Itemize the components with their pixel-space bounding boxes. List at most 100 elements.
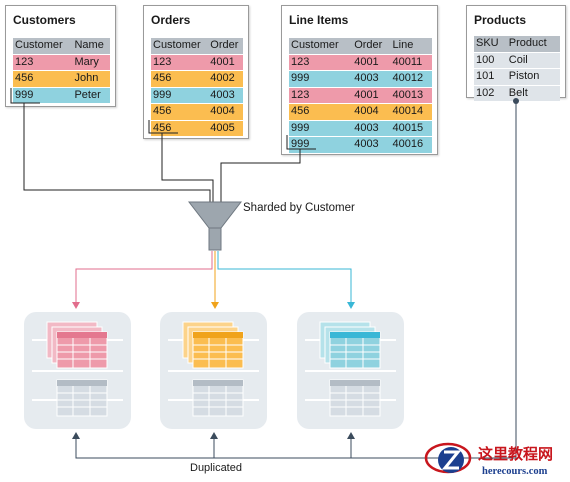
products-title: Products bbox=[474, 13, 527, 27]
orders-title: Orders bbox=[151, 13, 191, 27]
line-items-cell: 40013 bbox=[390, 87, 432, 104]
orders-cell: 4004 bbox=[208, 103, 243, 121]
duplicated-label: Duplicated bbox=[190, 462, 242, 474]
orders-header-cell: Customer bbox=[151, 38, 209, 55]
line-items-cell: 4004 bbox=[352, 103, 391, 121]
customers-header-cell: Customer bbox=[13, 38, 73, 55]
orders-cell: 4002 bbox=[208, 70, 243, 88]
line-items-title: Line Items bbox=[289, 13, 349, 27]
line-items-cell: 999 bbox=[289, 70, 353, 88]
customers-cell: Peter bbox=[72, 87, 110, 104]
products-cell: 101 bbox=[474, 68, 507, 86]
customers-header-cell: Name bbox=[72, 38, 110, 55]
shard-2-sharded-tables-icon bbox=[182, 321, 244, 369]
products-header-cell: Product bbox=[506, 36, 560, 53]
duplication-arrowheads bbox=[72, 432, 355, 439]
orders-cell: 999 bbox=[151, 87, 209, 104]
watermark-logo bbox=[424, 442, 472, 474]
shard-3-duplicated-table-icon bbox=[329, 379, 381, 417]
customers-cell: 456 bbox=[13, 70, 73, 88]
line-items-header-cell: Customer bbox=[289, 38, 353, 55]
shard-1-database bbox=[24, 312, 131, 429]
orders-cell: 4001 bbox=[208, 54, 243, 71]
line-items-header-cell: Order bbox=[352, 38, 391, 55]
line-items-cell: 4003 bbox=[352, 120, 391, 137]
line-items-cell: 4003 bbox=[352, 70, 391, 88]
products-header-cell: SKU bbox=[474, 36, 507, 53]
line-items-cell: 40014 bbox=[390, 103, 432, 121]
line-items-cell: 4001 bbox=[352, 54, 391, 71]
line-items-cell: 999 bbox=[289, 120, 353, 137]
shard-3-database bbox=[297, 312, 404, 429]
shard-2-duplicated-table-icon bbox=[192, 379, 244, 417]
customers-cell: 123 bbox=[13, 54, 73, 71]
orders-header-cell: Order bbox=[208, 38, 243, 55]
distribution-arrowheads bbox=[72, 302, 355, 309]
products-anchor-dot bbox=[513, 98, 519, 104]
customers-cell: John bbox=[72, 70, 110, 88]
products-cell: 100 bbox=[474, 52, 507, 69]
duplication-lines bbox=[75, 101, 517, 459]
orders-cell: 4005 bbox=[208, 120, 243, 137]
shard-3-sharded-tables-icon bbox=[319, 321, 381, 369]
line-items-cell: 4003 bbox=[352, 136, 391, 154]
line-items-cell: 40011 bbox=[390, 54, 432, 71]
line-items-cell: 40015 bbox=[390, 120, 432, 137]
line-items-header-cell: Line bbox=[390, 38, 432, 55]
orders-cell: 123 bbox=[151, 54, 209, 71]
products-cell: Belt bbox=[506, 85, 560, 102]
key-brackets bbox=[10, 88, 316, 150]
shard-distribution-lines bbox=[75, 251, 352, 303]
orders-cell: 456 bbox=[151, 120, 209, 137]
customers-title: Customers bbox=[13, 13, 76, 27]
products-cell: 102 bbox=[474, 85, 507, 102]
orders-cell: 4003 bbox=[208, 87, 243, 104]
line-items-cell: 4001 bbox=[352, 87, 391, 104]
shard-1-sharded-tables-icon bbox=[46, 321, 108, 369]
orders-cell: 456 bbox=[151, 103, 209, 121]
line-items-cell: 456 bbox=[289, 103, 353, 121]
line-items-cell: 40016 bbox=[390, 136, 432, 154]
funnel-label: Sharded by Customer bbox=[243, 202, 355, 214]
shard-1-duplicated-table-icon bbox=[56, 379, 108, 417]
orders-cell: 456 bbox=[151, 70, 209, 88]
watermark-text: 这里教程网 bbox=[478, 447, 554, 463]
shard-2-database bbox=[160, 312, 267, 429]
customers-cell: Mary bbox=[72, 54, 110, 71]
funnel-icon bbox=[187, 201, 243, 251]
products-cell: Coil bbox=[506, 52, 560, 69]
watermark-subtext: herecours.com bbox=[482, 466, 548, 477]
customers-cell: 999 bbox=[13, 87, 73, 104]
line-items-cell: 123 bbox=[289, 54, 353, 71]
